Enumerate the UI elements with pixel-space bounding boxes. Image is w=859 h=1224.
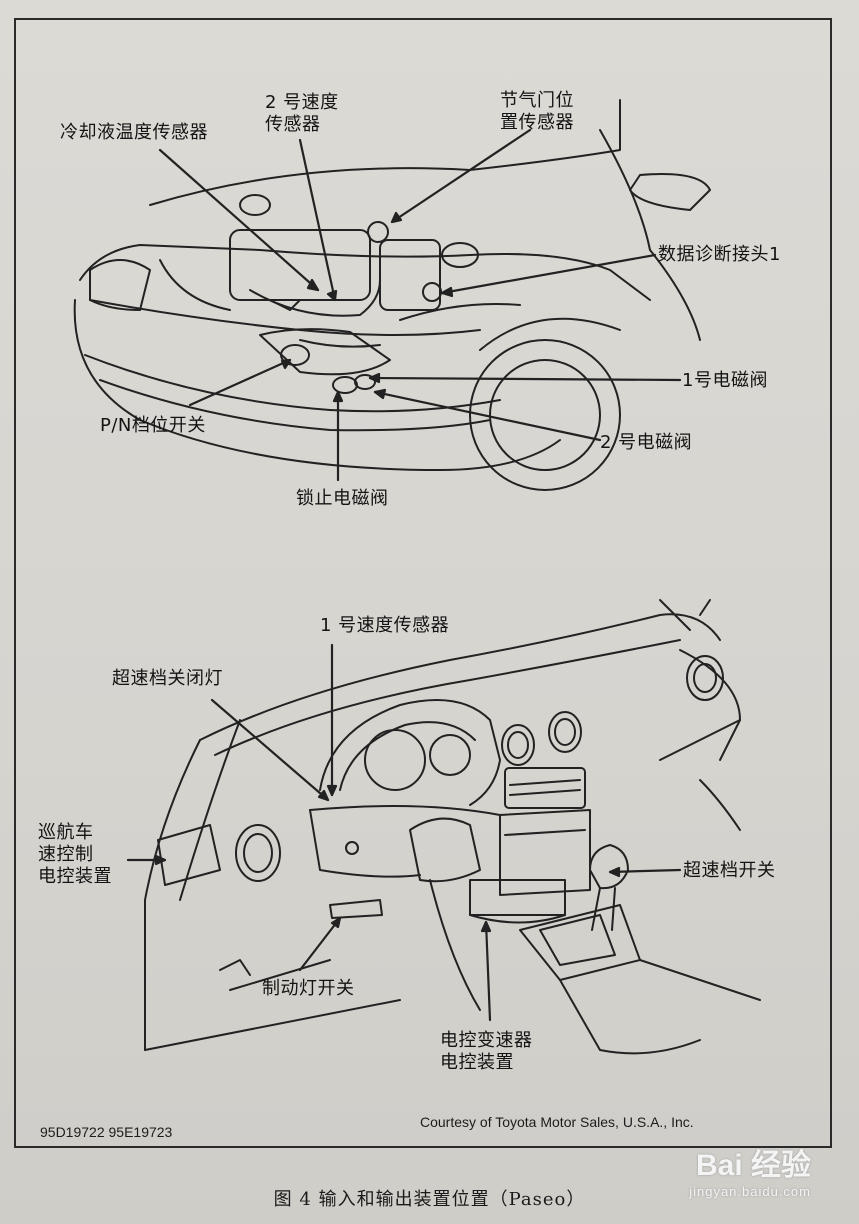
dashboard-illustration xyxy=(144,599,761,1055)
label-solenoid-2: 2 号电磁阀 xyxy=(600,432,693,453)
watermark-brand: Bai 经验 xyxy=(695,1149,811,1182)
label-lockup-solenoid: 锁止电磁阀 xyxy=(296,488,389,509)
label-overdrive-switch: 超速档开关 xyxy=(683,860,776,881)
bottom-leader-lines xyxy=(126,643,682,1022)
label-solenoid-1: 1号电磁阀 xyxy=(682,370,768,391)
label-speed-sensor-1: 1 号速度传感器 xyxy=(320,615,450,636)
figure-frame xyxy=(14,18,832,1148)
label-speed-sensor-2: 2 号速度 传感器 xyxy=(265,92,339,135)
label-diagnostic-connector: 数据诊断接头1 xyxy=(658,244,781,265)
label-ect-ecu: 电控变速器 电控装置 xyxy=(440,1030,533,1073)
top-leader-lines xyxy=(158,128,682,482)
figure-caption: 图 4 输入和输出装置位置（Paseo） xyxy=(273,1189,586,1210)
label-brake-light-switch: 制动灯开关 xyxy=(262,978,355,999)
courtesy-note: Courtesy of Toyota Motor Sales, U.S.A., … xyxy=(420,1114,694,1130)
car-engine-bay-illustration xyxy=(73,99,711,491)
watermark-url: jingyan.baidu.com xyxy=(689,1184,811,1199)
figure-codes: 95D19722 95E19723 xyxy=(40,1124,173,1140)
label-throttle-position-sensor: 节气门位 置传感器 xyxy=(500,90,574,133)
baidu-watermark: Bai 经验 jingyan.baidu.com xyxy=(689,1140,811,1199)
label-od-off-indicator: 超速档关闭灯 xyxy=(112,668,223,689)
label-cruise-control-ecu: 巡航车 速控制 电控装置 xyxy=(38,822,112,887)
label-pn-position-switch: P/N档位开关 xyxy=(100,415,206,436)
label-coolant-temp-sensor: 冷却液温度传感器 xyxy=(60,122,208,143)
